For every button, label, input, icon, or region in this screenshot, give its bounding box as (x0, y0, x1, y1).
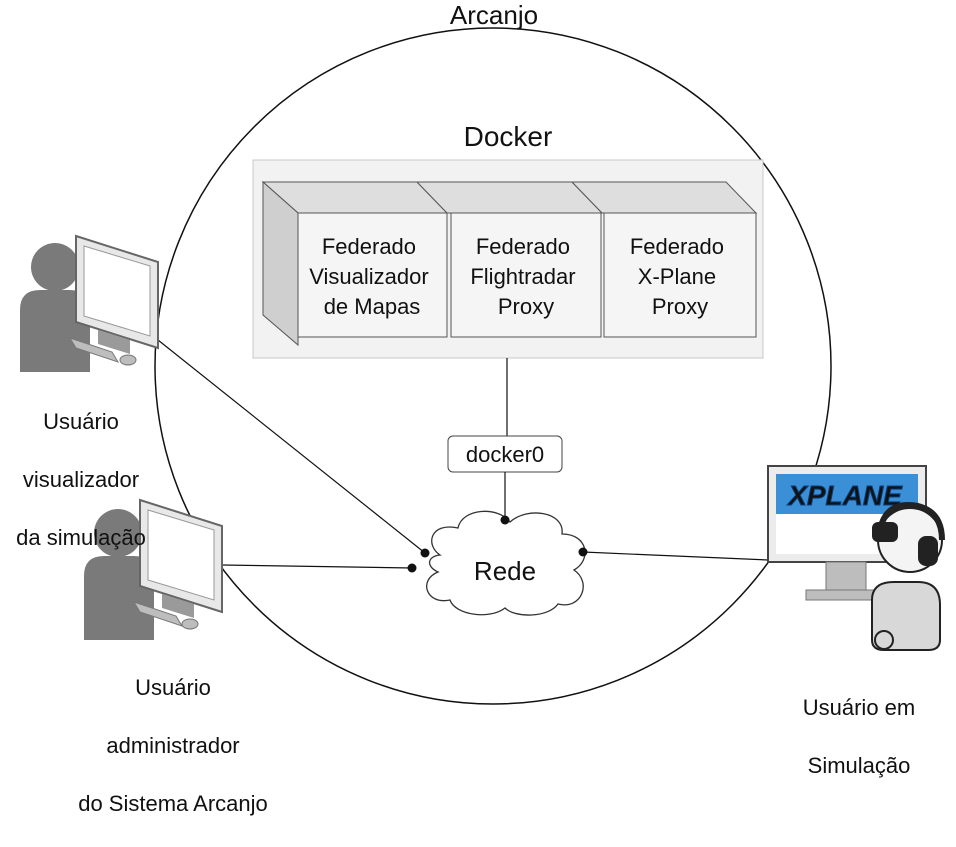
admin-to-network-line (221, 564, 413, 569)
arcanjo-boundary (154, 27, 832, 705)
admin-user-label: Usuário administrador do Sistema Arcanjo (78, 675, 268, 816)
viewer-to-network-line (157, 339, 426, 554)
admin-user-icon (84, 498, 223, 640)
svg-text:Federado X-Plane P: Federado X-Plane Proxy (630, 234, 730, 319)
connector-dot-top (500, 515, 510, 525)
arcanjo-title: Arcanjo (450, 0, 538, 30)
xplane-logo: XPLANE (786, 480, 903, 511)
architecture-diagram: Arcanjo Docker Federado Visualizador de … (20, 0, 945, 705)
docker-title: Docker (464, 121, 553, 152)
container-visualizador: Federado Visualizador de Mapas (261, 180, 449, 347)
viewer-user-icon (20, 234, 159, 372)
container-xplane: Federado X-Plane Proxy (570, 181, 758, 338)
simulation-user-label: Usuário em Simulação (802, 695, 916, 778)
network-cloud: Rede (426, 510, 586, 616)
simulation-to-network-line (582, 551, 769, 561)
connector-dot-admin (407, 563, 417, 573)
svg-text:Federado Visualizador: Federado Visualizador de Mapas (309, 234, 435, 319)
docker0-label: docker0 (466, 442, 544, 467)
svg-text:Federado Flightradar: Federado Flightradar Proxy (470, 234, 581, 319)
viewer-user-label: Usuário visualizador da simulação (16, 409, 146, 550)
network-label: Rede (474, 556, 536, 586)
simulation-user-icon: XPLANE (767, 465, 945, 651)
connector-dot-viewer (420, 548, 430, 558)
container-flightradar: Federado Flightradar Proxy (415, 181, 604, 338)
connector-dot-simulation (578, 547, 588, 557)
